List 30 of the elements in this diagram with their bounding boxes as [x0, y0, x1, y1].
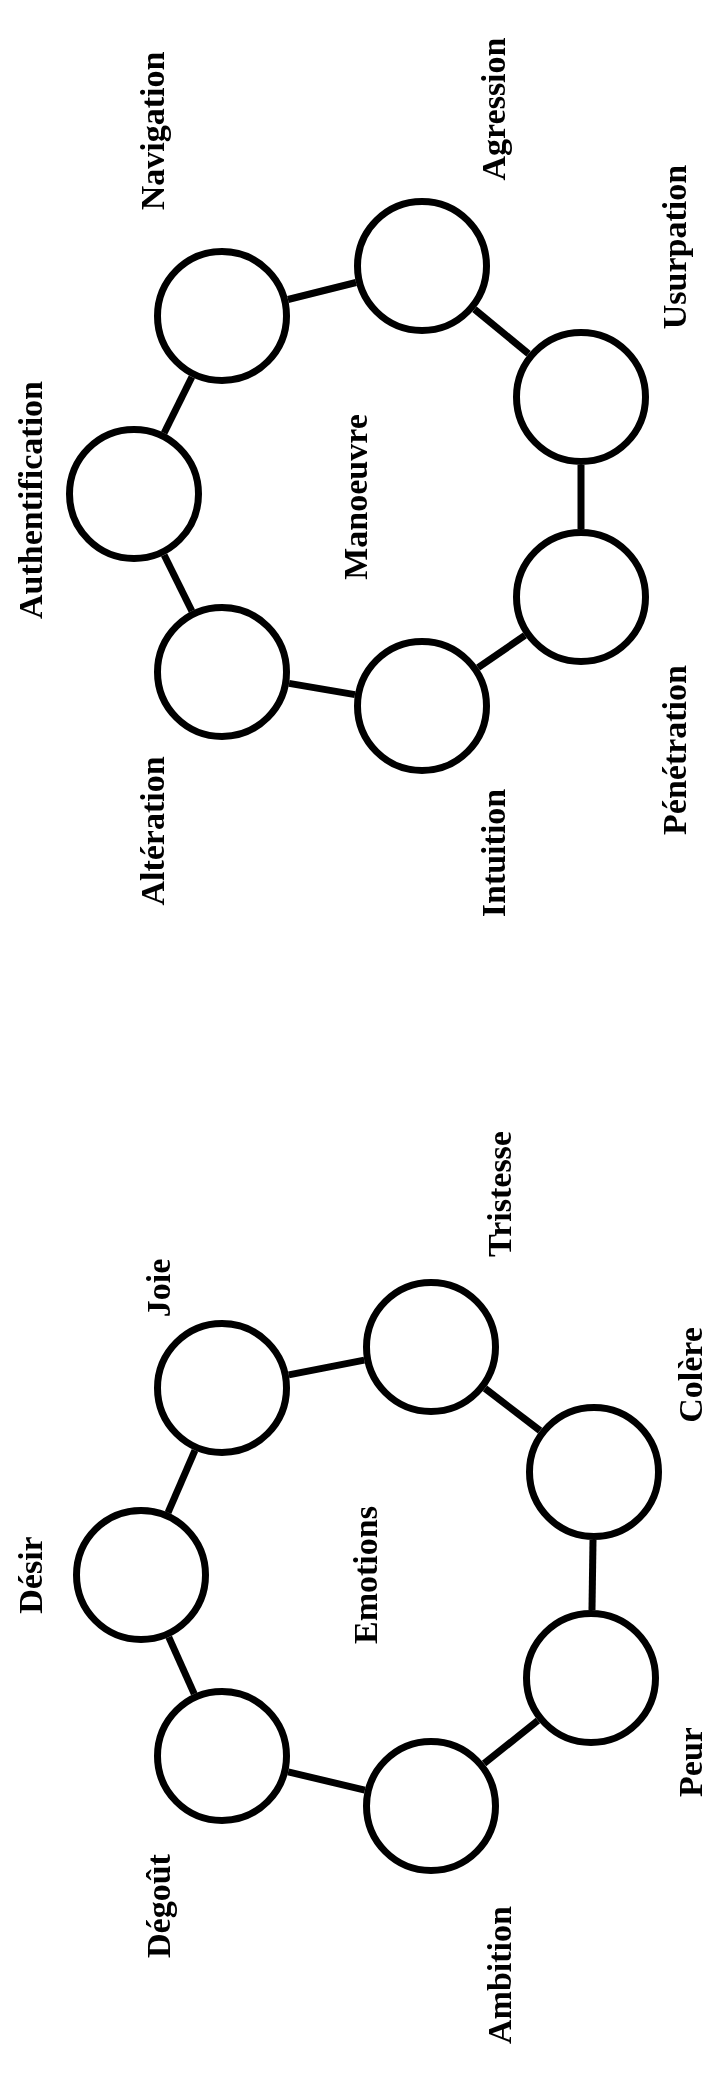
node-caption: Dégoût	[142, 1854, 176, 1958]
connector-line	[287, 1768, 366, 1794]
node-caption: Intuition	[477, 788, 511, 918]
connector-line	[476, 632, 527, 671]
node-caption: Pénétration	[658, 665, 692, 835]
node-caption: Usurpation	[658, 164, 692, 330]
connector-line	[482, 1385, 543, 1434]
node-caption: Ambition	[483, 1906, 517, 2044]
node-caption: Agression	[477, 37, 511, 181]
connector-line	[288, 1356, 365, 1379]
node-caption: Peur	[674, 1727, 708, 1797]
node-caption: Joie	[142, 1258, 176, 1318]
node-caption: Tristesse	[483, 1131, 517, 1257]
connector-line	[481, 1717, 541, 1767]
connector-line	[287, 279, 357, 303]
ring-title: Manoeuvre	[339, 414, 373, 580]
connector-line	[472, 306, 531, 357]
node-caption: Authentification	[14, 381, 48, 619]
connector-line	[161, 375, 195, 435]
connector-line	[164, 1449, 199, 1514]
connector-line	[161, 553, 195, 613]
connector-line	[577, 465, 585, 529]
node-caption: Désir	[14, 1536, 48, 1614]
ring-title: Emotions	[349, 1506, 383, 1644]
node-caption: Colère	[674, 1327, 708, 1423]
connector-line	[588, 1539, 597, 1611]
node-caption: Altération	[136, 756, 170, 906]
connector-line	[288, 679, 356, 699]
node-caption: Navigation	[136, 51, 170, 211]
connector-line	[165, 1635, 198, 1696]
